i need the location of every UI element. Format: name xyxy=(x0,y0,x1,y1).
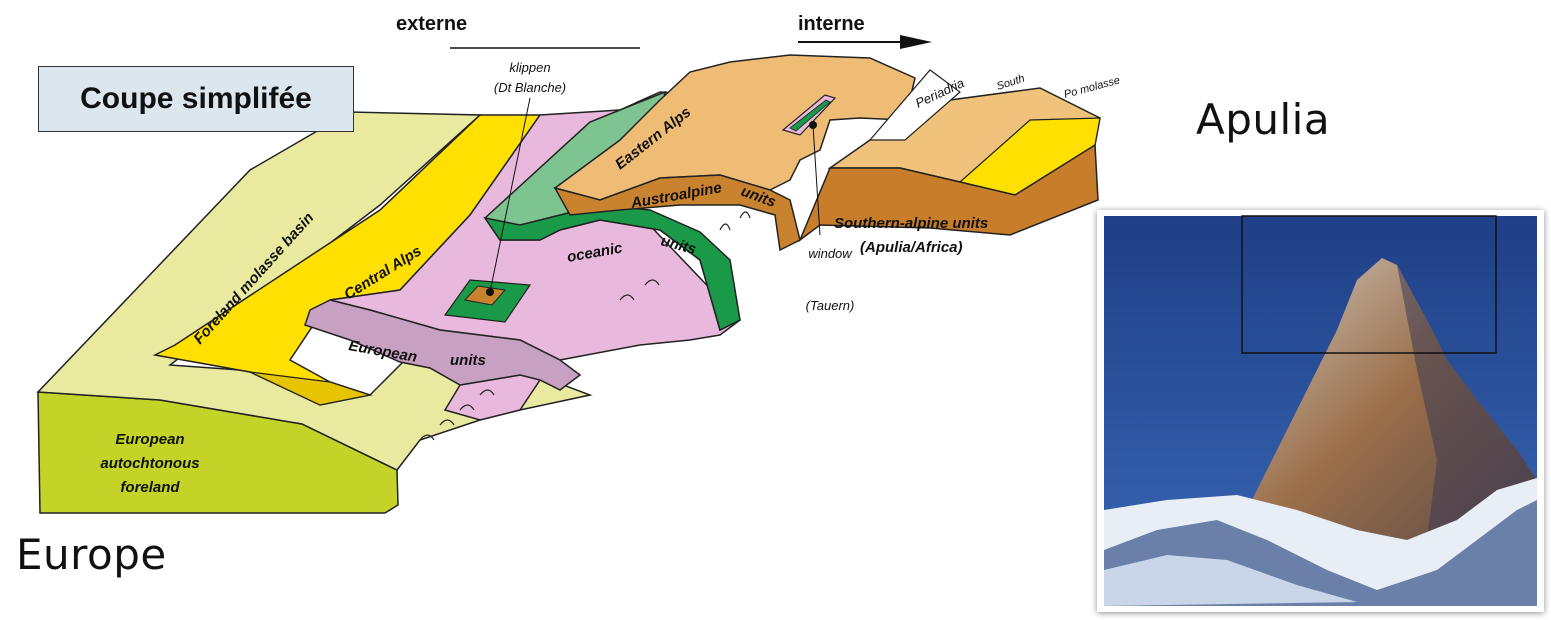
europe-label: Europe xyxy=(16,530,167,579)
mountain-photo xyxy=(1097,210,1544,612)
mountain-photo-frame xyxy=(1097,210,1544,612)
klippen-sub-label: (Dt Blanche) xyxy=(494,80,566,95)
klippen-label: klippen xyxy=(509,60,550,75)
window-sub-label: (Tauern) xyxy=(806,298,855,313)
foreland-label-line1: European xyxy=(115,431,184,448)
foreland-label-line2: autochtonous xyxy=(100,455,199,472)
apulia-africa-label: (Apulia/Africa) xyxy=(860,239,963,256)
po-molasse-label: Po molasse xyxy=(1063,74,1122,100)
apulia-label: Apulia xyxy=(1196,95,1330,144)
southern-alpine-label: Southern-alpine units xyxy=(834,215,988,232)
european-units-suffix: units xyxy=(450,352,486,369)
interne-arrowhead xyxy=(900,35,932,49)
foreland-label-line3: foreland xyxy=(120,479,180,496)
section-title: Coupe simplifée xyxy=(80,82,312,116)
interne-label: interne xyxy=(798,13,865,35)
section-title-box: Coupe simplifée xyxy=(38,66,354,132)
window-label: window xyxy=(808,246,853,261)
externe-label: externe xyxy=(396,13,467,35)
